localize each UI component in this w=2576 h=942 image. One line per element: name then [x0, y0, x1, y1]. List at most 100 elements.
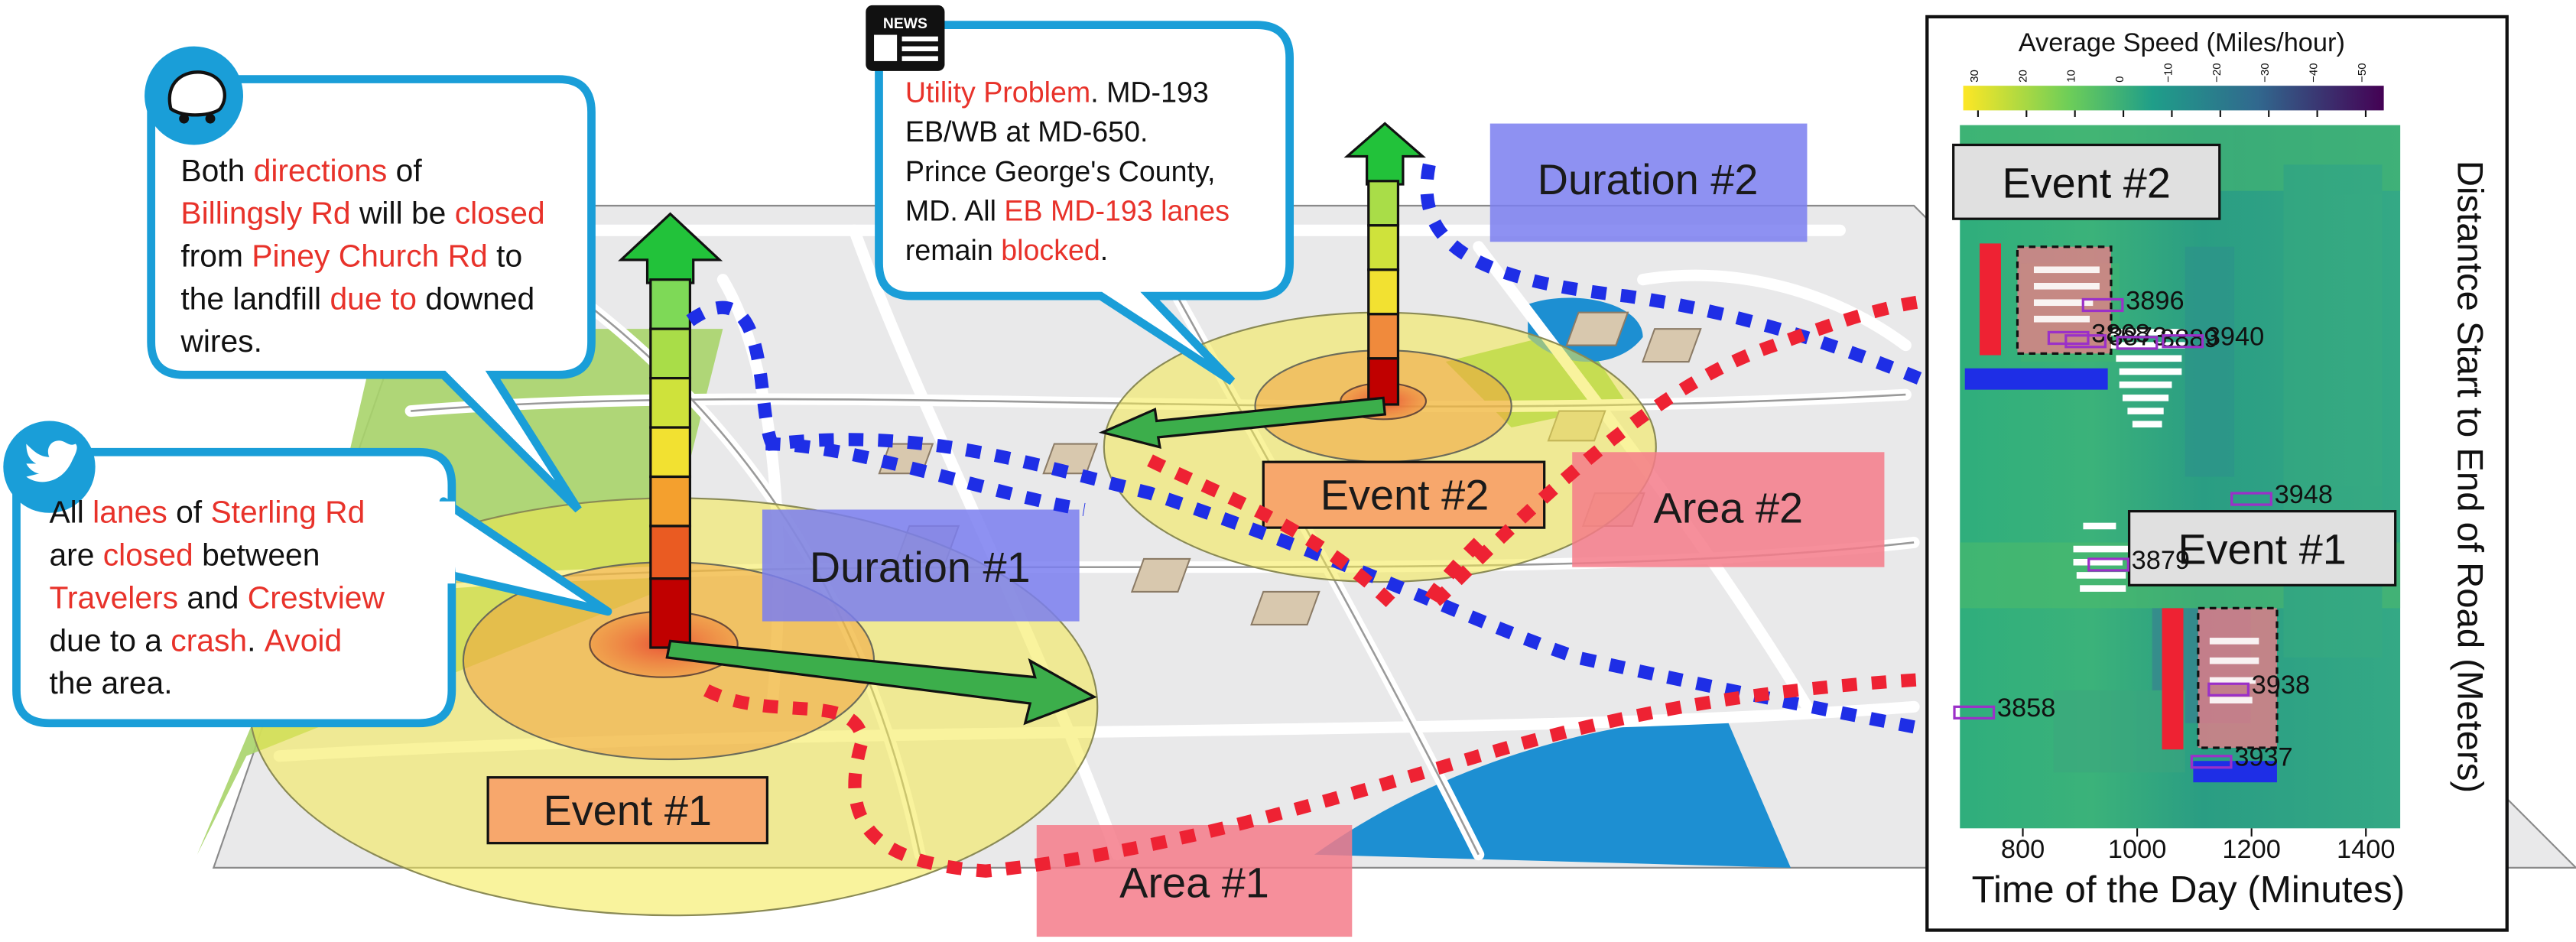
red-dotted-connectors — [703, 292, 2087, 878]
area1-box — [1036, 825, 1353, 937]
y-axis-label: Distantce Start to End of Road (Meters) — [2449, 161, 2490, 793]
event-id-label: 3879 — [2132, 546, 2190, 575]
colorbar-tick-label: 10 — [2065, 70, 2078, 83]
highlighted-keyword: Utility Problem — [905, 76, 1090, 109]
event1-heatmap-box — [2127, 510, 2397, 586]
event-id-marker — [2047, 330, 2090, 346]
colorbar-tick-label: −40 — [2308, 63, 2321, 82]
colorbar-tick-label: −30 — [2259, 63, 2272, 82]
bubble-text-segment: MD. All — [905, 194, 1005, 226]
duration1-label: Duration #1 — [810, 543, 1031, 591]
event1-severity-bar — [618, 212, 723, 649]
event-id-marker — [2081, 297, 2124, 313]
event2-blue-area-bar — [1964, 368, 2108, 390]
event-id-marker — [1953, 705, 1996, 719]
event-id-marker — [2064, 334, 2107, 349]
event-id-label: 3896 — [2126, 286, 2184, 315]
event-id-marker — [2190, 755, 2233, 769]
bubble-text-segment: EB/WB at MD-650. — [905, 115, 1148, 148]
area1-label: Area #1 — [1119, 859, 1269, 907]
event-id-label: 3940 — [2206, 323, 2264, 352]
event1-label: Event #1 — [544, 786, 713, 834]
twitter-bubble: All lanes of Sterling Rd are closed betwe… — [3, 421, 612, 728]
highlighted-keyword: closed — [103, 538, 193, 573]
highlighted-keyword: lanes — [93, 495, 167, 530]
colorbar — [1963, 86, 2384, 111]
area2-label: Area #2 — [1653, 484, 1803, 532]
highlighted-keyword: blocked — [1001, 234, 1100, 266]
event2-heatmap-box — [1952, 143, 2221, 220]
event-id-label: 3868 — [2091, 319, 2149, 348]
event-id-label: 3889 — [2160, 324, 2218, 353]
bubble-text-segment: . — [247, 622, 265, 658]
twitter-bubble-text: All lanes of Sterling Rd are closed betwe… — [49, 495, 385, 700]
bubble-text-segment: the area. — [49, 665, 172, 700]
bubble-text-segment: of — [167, 495, 211, 530]
colorbar-tick-label: −50 — [2356, 63, 2369, 82]
duration1-box — [762, 509, 1080, 622]
bubble-text-segment: wires. — [180, 323, 262, 359]
colorbar-tick-label: −20 — [2211, 63, 2224, 82]
highlighted-keyword: Sterling Rd — [210, 495, 365, 530]
bubble-text-segment: All — [49, 495, 93, 530]
event-id-label: 3948 — [2275, 480, 2333, 509]
event2-duration-arrow — [1098, 396, 1387, 450]
highlighted-keyword: Avoid — [265, 622, 342, 658]
x-tick-label: 1000 — [2108, 835, 2166, 864]
highlighted-keyword: closed — [455, 196, 545, 231]
event1-heatmap-label: Event #1 — [2178, 525, 2347, 573]
event-id-marker — [2207, 682, 2250, 697]
colorbar-ticks: 30 20 10 0 −10 −20 −30 −40 −50 — [1968, 63, 2369, 117]
event2-label: Event #2 — [1320, 470, 1489, 518]
event1-box — [486, 776, 769, 845]
bubble-text-segment: between — [193, 538, 320, 573]
event-id-label: 3938 — [2252, 671, 2310, 700]
highlighted-keyword: Travelers — [49, 580, 178, 615]
highlighted-keyword: due to — [330, 281, 416, 316]
event1-blue-area-bar — [2193, 761, 2277, 783]
duration2-box — [1489, 123, 1808, 242]
colorbar-tick-label: 20 — [2016, 70, 2029, 83]
event1-duration-arrow — [665, 639, 1097, 726]
heatmap-white-marks — [2073, 329, 2185, 592]
bubble-text-segment: downed — [417, 281, 534, 316]
bubble-text-segment: . — [1100, 234, 1108, 266]
event-id-marker — [2230, 492, 2272, 506]
bubble-text-segment: remain — [905, 234, 1001, 266]
highlighted-keyword: Billingsly Rd — [180, 196, 350, 231]
event-id-marker — [2162, 334, 2204, 349]
event1-red-duration-bar — [2162, 608, 2184, 750]
bubble-text-segment: Prince George's County, — [905, 155, 1216, 187]
bubble-text-segment: are — [49, 538, 102, 573]
event-id-label: 3858 — [1997, 694, 2055, 723]
colorbar-tick-label: 0 — [2113, 76, 2126, 82]
highlighted-keyword: directions — [254, 153, 388, 188]
colorbar-tick-label: −10 — [2162, 63, 2175, 82]
highlighted-keyword: Piney Church Rd — [252, 238, 488, 273]
bubble-text-segment: to — [488, 238, 522, 273]
bubble-text-segment: of — [387, 153, 422, 188]
x-tick-label: 800 — [2001, 835, 2045, 864]
bubble-text-segment: and — [178, 580, 248, 615]
bubble-text-segment: will be — [351, 196, 455, 231]
news-icon-label: NEWS — [883, 16, 927, 32]
map-water-bottom — [1314, 715, 1791, 868]
highlighted-keyword: Crestview — [248, 580, 385, 615]
bubble-text-segment: from — [180, 238, 252, 273]
x-axis-label: Time of the Day (Minutes) — [1972, 869, 2405, 911]
colorbar-tick-label: 30 — [1968, 70, 1981, 83]
bubble-text-segment: . MD-193 — [1090, 76, 1209, 109]
bubble-text-segment: due to a — [49, 622, 171, 658]
event-id-marker — [2087, 557, 2129, 572]
bubble-text-segment: Both — [180, 153, 253, 188]
event-id-label: 3937 — [2234, 743, 2292, 772]
highlighted-keyword: crash — [171, 622, 247, 658]
